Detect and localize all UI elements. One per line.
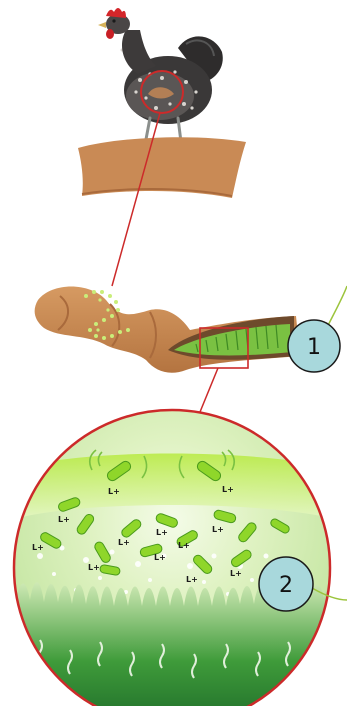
bacteria-label: L+ <box>118 538 130 547</box>
callout-1[interactable]: 1 <box>288 320 340 372</box>
bacteria-label: L+ <box>58 515 70 524</box>
chicken-illustration <box>98 8 223 154</box>
callout-1-number: 1 <box>307 335 321 360</box>
bacteria-label: L+ <box>230 569 242 578</box>
callout-2[interactable]: 2 <box>259 557 313 611</box>
bacteria-label: L+ <box>156 528 168 537</box>
intestine-section <box>35 287 300 373</box>
bacteria-label: L+ <box>178 541 190 550</box>
bacteria-label: L+ <box>222 485 234 494</box>
bacteria-label: L+ <box>212 525 224 534</box>
bacteria-label: L+ <box>108 487 120 496</box>
bacteria-label: L+ <box>186 575 198 584</box>
connector-line-2 <box>200 368 218 412</box>
bacteria-label: L+ <box>32 543 44 552</box>
bacteria-label: L+ <box>154 553 166 562</box>
bacteria-label: L+ <box>88 563 100 572</box>
callout-2-number: 2 <box>279 573 293 598</box>
